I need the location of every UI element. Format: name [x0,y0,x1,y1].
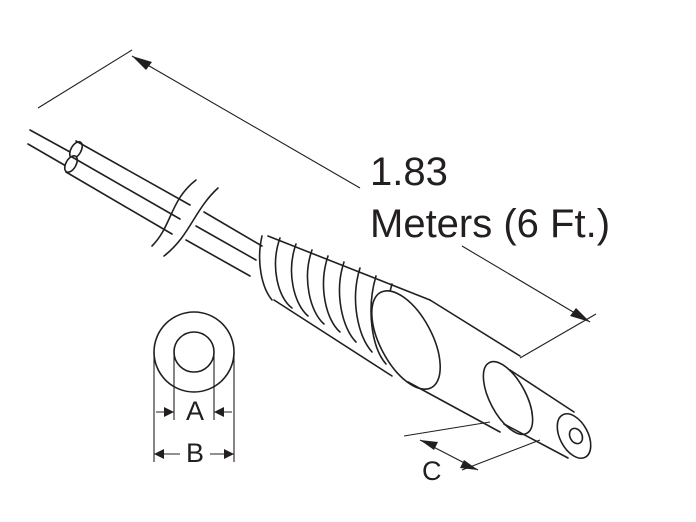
jacket-top-right [203,211,263,247]
relief-end-cap [258,235,273,301]
plug-face [482,360,534,436]
length-arrow-right [570,308,590,322]
cable-break-marks [151,179,219,257]
break-mark-right [163,187,219,257]
wire-end-lower [63,155,79,173]
length-value-label: 1.83 [370,150,448,194]
length-extension-left [37,49,133,109]
plug-collar [370,289,442,391]
dim-c-extension-left [403,421,491,437]
plug-body-top [429,299,521,357]
jacket-bottom-right [185,239,251,277]
dim-c-label: C [422,456,442,486]
dim-b-arrow-right [224,449,234,459]
dim-b-label: B [186,438,205,468]
dim-c-arrow-left [420,440,438,450]
wire-lead-lower [27,143,67,167]
wire-leads [27,129,84,173]
jacket-bottom-left [65,171,173,235]
jacket-middle-left [71,156,181,220]
dim-c-extension-right [461,439,541,471]
strain-relief [258,235,431,377]
length-dimension-line-upper [131,55,361,189]
dim-a-arrow-left [164,407,174,417]
wire-lead-upper [29,129,71,153]
end-view [153,311,235,462]
dim-b-arrow-left [154,449,164,459]
jacket-middle-right [195,225,257,261]
end-view-inner-hole [173,331,215,373]
length-dimension-line-lower [461,245,591,323]
plug-tip-top [509,369,575,413]
length-extension-right [519,313,597,359]
dim-c-arrow-right [460,460,478,470]
jacket-top-left [75,140,191,206]
dim-c-dimension [403,421,541,471]
plug-body-bottom [407,381,501,433]
length-unit-label: Meters (6 Ft.) [370,202,611,246]
cable-jacket [65,140,263,277]
plug-tip-hole [568,427,584,445]
length-arrow-left [132,56,152,70]
length-dimension [37,49,597,359]
dim-a-label: A [186,396,205,426]
break-mark-left [151,179,197,247]
dim-a-arrow-right [214,407,224,417]
plug-body [370,289,592,459]
relief-bottom-edge [273,299,393,377]
